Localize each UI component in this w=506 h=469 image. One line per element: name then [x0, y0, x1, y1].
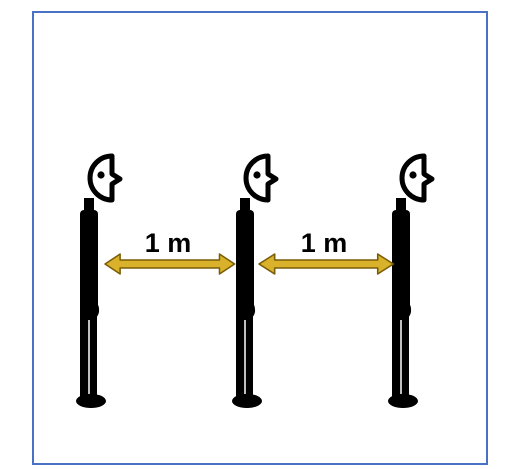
distance-label-1: 1 m — [145, 228, 192, 258]
distance-label-2: 1 m — [301, 228, 348, 258]
